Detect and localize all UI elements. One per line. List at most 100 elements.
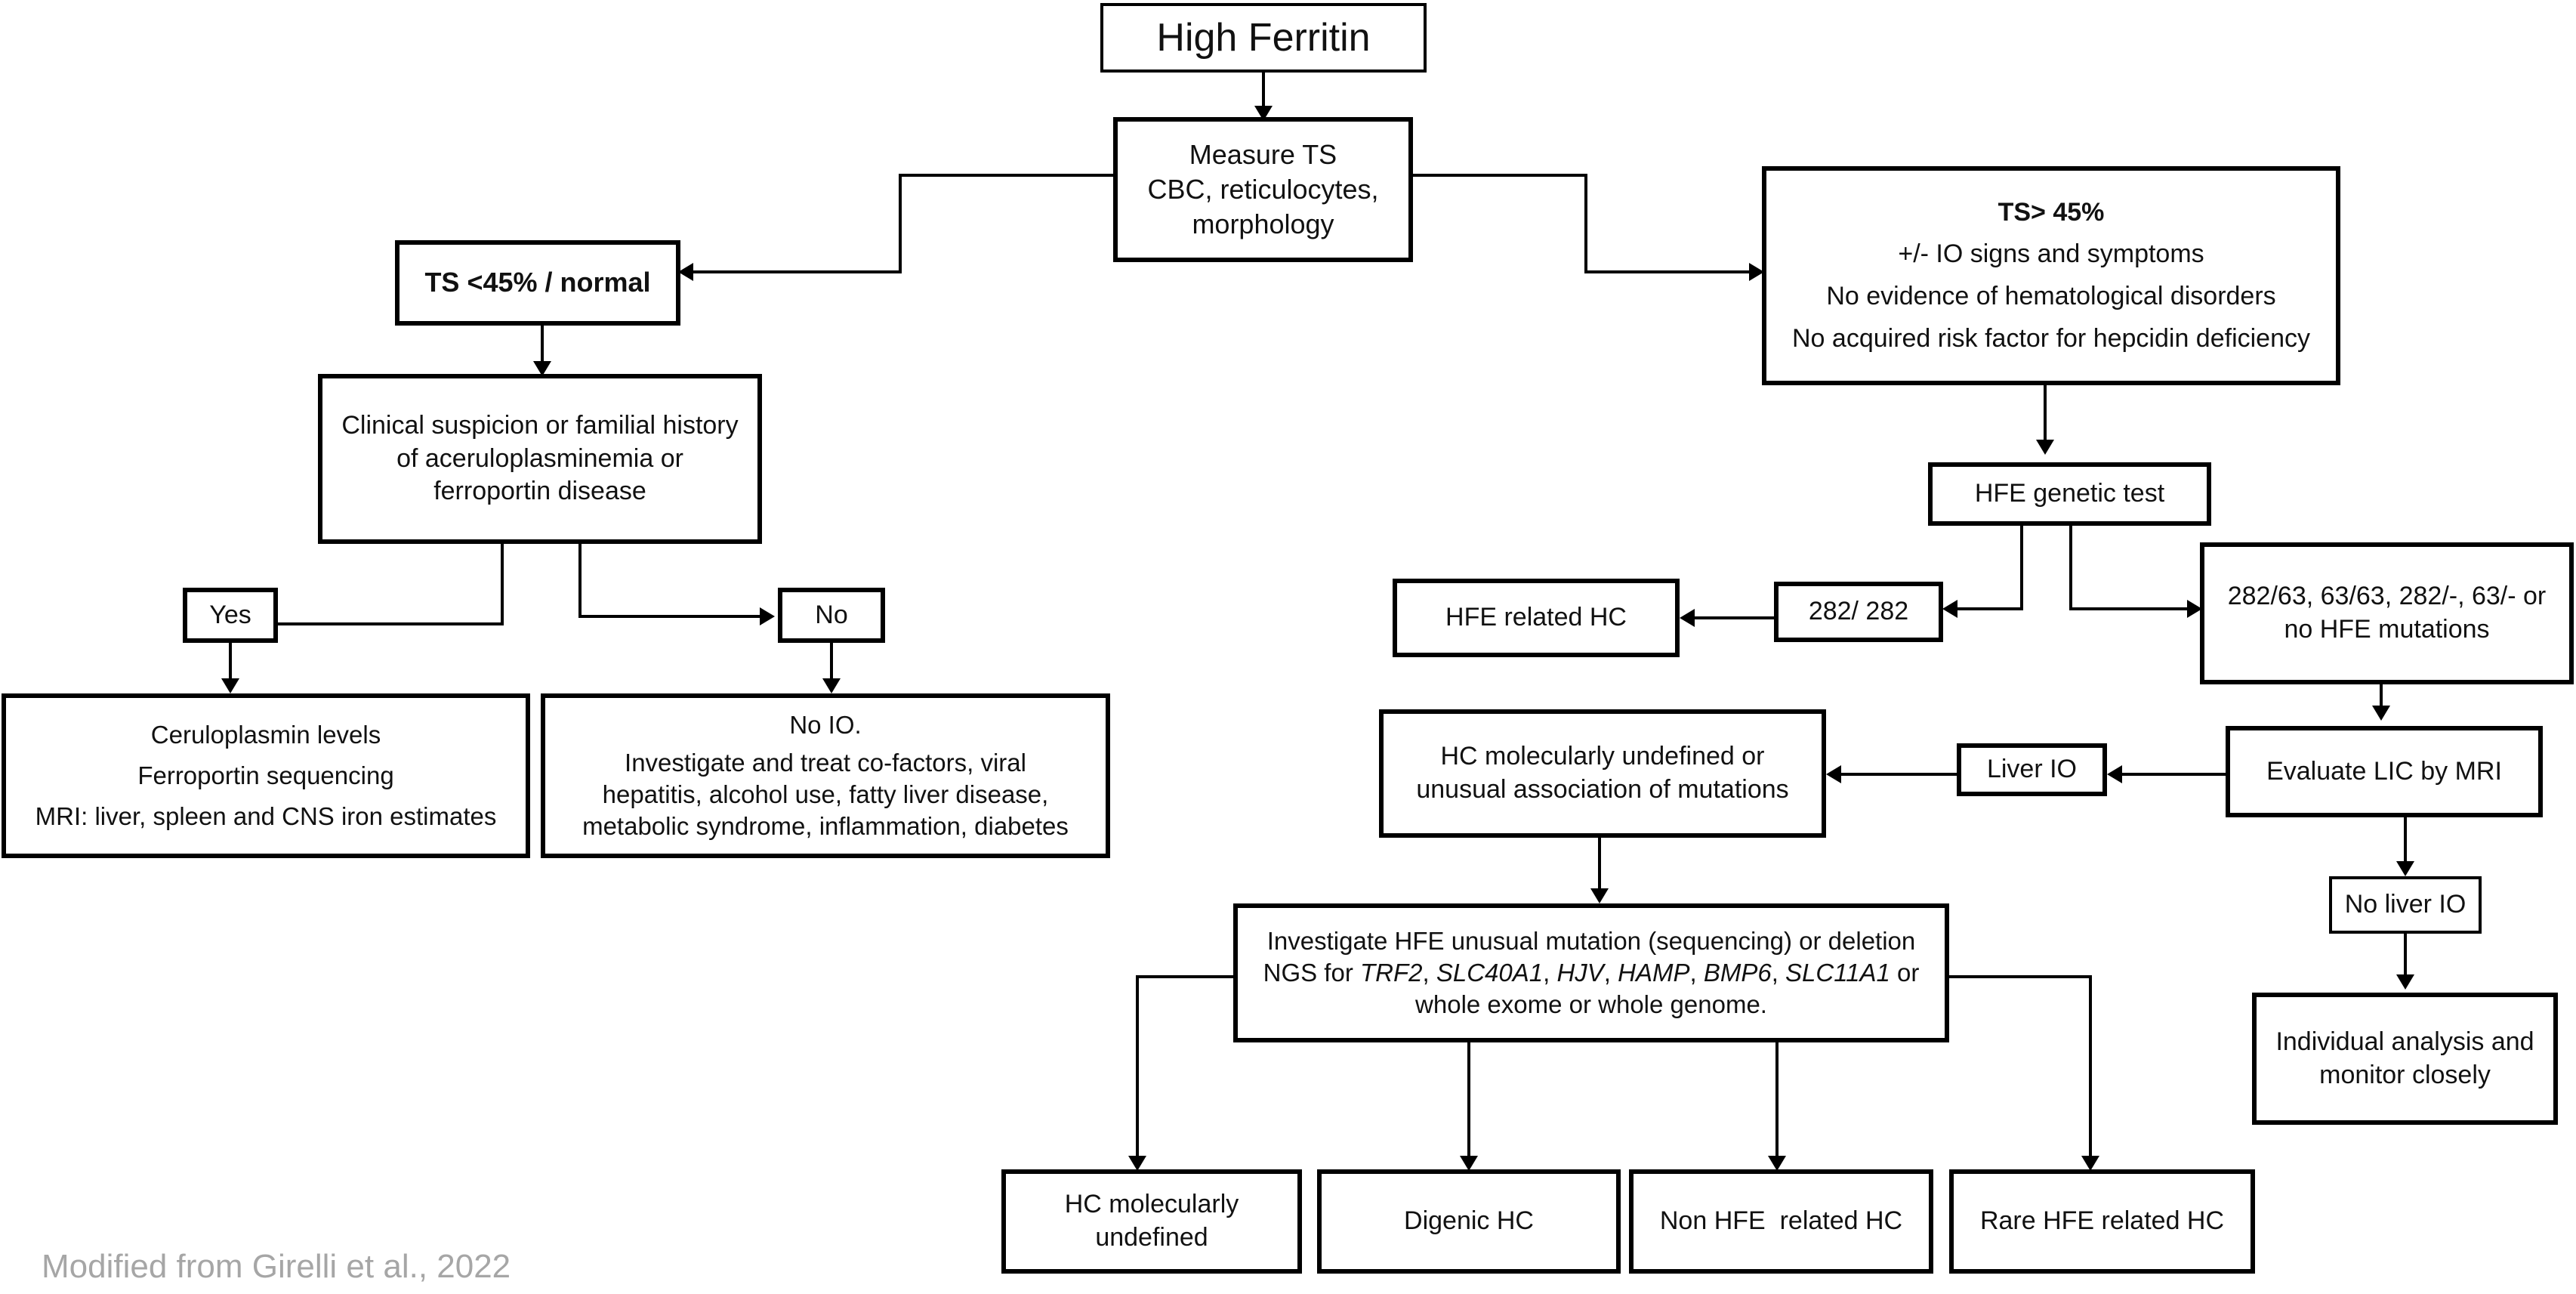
node-hfe-genetic-test-label: HFE genetic test xyxy=(1974,479,2165,508)
node-ts-low-label: TS <45% / normal xyxy=(424,267,651,298)
arrowhead xyxy=(760,607,775,625)
arrowhead xyxy=(221,678,239,693)
node-hfe-related-hc-label: HFE related HC xyxy=(1445,603,1627,632)
ts-high-line-1: +/- IO signs and symptoms xyxy=(1898,239,2204,269)
other-genotypes-line-1: 282/63, 63/63, 282/-, 63/- or xyxy=(2227,582,2547,611)
hc-undefined-unusual-line-1: HC molecularly undefined or xyxy=(1440,742,1765,771)
outcome-digenic-label: Digenic HC xyxy=(1404,1206,1534,1236)
arrowhead xyxy=(1460,1156,1478,1171)
node-hfe-related-hc: HFE related HC xyxy=(1393,579,1680,657)
connector-investigate-to-rare-hfe xyxy=(1947,975,2092,1156)
node-high-ferritin-label: High Ferritin xyxy=(1156,15,1371,60)
connector-investigate-to-hc-undefined xyxy=(1136,975,1236,1156)
no-outcome-title: No IO. xyxy=(789,710,862,739)
gene-separator: , xyxy=(1771,958,1786,987)
node-no-label: No xyxy=(815,600,848,629)
arrowhead xyxy=(1942,600,1957,618)
node-genotype-282: 282/ 282 xyxy=(1774,582,1943,642)
investigate-line-3: whole exome or whole genome. xyxy=(1415,990,1767,1019)
connector-hfe-test-to-other-genotypes xyxy=(2069,526,2187,610)
node-high-ferritin: High Ferritin xyxy=(1100,3,1427,73)
connector-hfe-test-to-282 xyxy=(1957,526,2023,610)
node-evaluate-lic-label: Evaluate LIC by MRI xyxy=(2266,756,2502,786)
arrowhead xyxy=(678,263,693,281)
outcome-hc-undefined-line-2: undefined xyxy=(1095,1223,1208,1252)
connector-measure-ts-to-ts-high xyxy=(1411,174,1749,273)
no-outcome-line-2: hepatitis, alcohol use, fatty liver dise… xyxy=(602,780,1049,808)
measure-ts-line-3: morphology xyxy=(1192,208,1334,240)
ts-high-title: TS> 45% xyxy=(1998,197,2105,227)
node-ts-high: TS> 45% +/- IO signs and symptoms No evi… xyxy=(1762,166,2340,385)
no-outcome-line-1: Investigate and treat co-factors, viral xyxy=(625,748,1026,777)
investigate-ngs-suffix: or xyxy=(1890,958,1920,987)
node-liver-io: Liver IO xyxy=(1957,743,2107,796)
connector-measure-ts-to-ts-low xyxy=(693,174,1115,273)
node-yes-outcome: Ceruloplasmin levels Ferroportin sequenc… xyxy=(2,693,530,858)
arrowhead xyxy=(2107,765,2122,783)
outcome-non-hfe-label: Non HFE related HC xyxy=(1659,1206,1903,1236)
node-hc-undefined-unusual: HC molecularly undefined or unusual asso… xyxy=(1379,709,1826,838)
gene-slc40a1: SLC40A1 xyxy=(1436,958,1544,987)
node-measure-ts: Measure TS CBC, reticulocytes, morpholog… xyxy=(1113,117,1413,262)
node-other-genotypes: 282/63, 63/63, 282/-, 63/- or no HFE mut… xyxy=(2200,542,2574,684)
node-ts-low: TS <45% / normal xyxy=(395,240,680,326)
measure-ts-line-2: CBC, reticulocytes, xyxy=(1147,173,1379,205)
measure-ts-line-1: Measure TS xyxy=(1189,138,1337,170)
arrowhead xyxy=(1768,1156,1786,1171)
yes-outcome-line-1: Ceruloplasmin levels xyxy=(150,720,381,749)
node-outcome-hc-undefined: HC molecularly undefined xyxy=(1001,1169,1302,1274)
gene-separator: , xyxy=(1422,958,1436,987)
arrowhead xyxy=(1128,1156,1146,1171)
outcome-hc-undefined-line-1: HC molecularly xyxy=(1064,1190,1239,1219)
arrowhead xyxy=(1826,765,1841,783)
node-no-outcome: No IO. Investigate and treat co-factors,… xyxy=(541,693,1110,858)
arrowhead xyxy=(1749,263,1764,281)
arrowhead xyxy=(533,361,551,376)
arrowhead xyxy=(822,678,841,693)
individual-analysis-line-1: Individual analysis and xyxy=(2275,1027,2534,1056)
investigate-ngs-prefix: NGS for xyxy=(1263,958,1360,987)
arrowhead xyxy=(1254,106,1273,121)
node-evaluate-lic: Evaluate LIC by MRI xyxy=(2226,726,2543,817)
outcome-rare-hfe-label: Rare HFE related HC xyxy=(1979,1206,2225,1236)
arrowhead xyxy=(2396,861,2414,876)
node-clinical-suspicion: Clinical suspicion or familial history o… xyxy=(318,374,762,544)
node-genotype-282-label: 282/ 282 xyxy=(1808,597,1909,626)
node-investigate: Investigate HFE unusual mutation (sequen… xyxy=(1233,903,1949,1042)
connector-clinical-to-yes xyxy=(255,544,504,625)
gene-separator: , xyxy=(1603,958,1618,987)
hc-undefined-unusual-line-2: unusual association of mutations xyxy=(1416,775,1789,804)
gene-trf2: TRF2 xyxy=(1359,958,1423,987)
yes-outcome-line-2: Ferroportin sequencing xyxy=(137,761,394,789)
node-liver-io-label: Liver IO xyxy=(1986,755,2078,784)
arrowhead xyxy=(2372,706,2390,721)
source-caption: Modified from Girelli et al., 2022 xyxy=(42,1248,511,1285)
node-no-liver-io: No liver IO xyxy=(2329,876,2482,934)
node-yes-label: Yes xyxy=(209,600,251,629)
gene-hamp: HAMP xyxy=(1618,958,1690,987)
ts-high-line-3: No acquired risk factor for hepcidin def… xyxy=(1792,323,2310,353)
node-yes: Yes xyxy=(183,588,278,643)
other-genotypes-line-2: no HFE mutations xyxy=(2284,615,2490,644)
clinical-suspicion-line-2: of aceruloplasminemia or xyxy=(396,443,683,473)
arrowhead xyxy=(2396,974,2414,990)
investigate-line-2: NGS for TRF2, SLC40A1, HJV, HAMP, BMP6, … xyxy=(1263,957,1920,989)
gene-separator: , xyxy=(1689,958,1704,987)
gene-hjv: HJV xyxy=(1556,958,1604,987)
individual-analysis-line-2: monitor closely xyxy=(2319,1060,2491,1089)
node-individual-analysis: Individual analysis and monitor closely xyxy=(2252,993,2558,1125)
gene-slc11a1: SLC11A1 xyxy=(1785,958,1890,987)
node-hfe-genetic-test: HFE genetic test xyxy=(1928,462,2211,526)
clinical-suspicion-line-1: Clinical suspicion or familial history xyxy=(341,411,739,440)
yes-outcome-line-3: MRI: liver, spleen and CNS iron estimate… xyxy=(35,802,497,831)
gene-bmp6: BMP6 xyxy=(1703,958,1772,987)
no-outcome-line-3: metabolic syndrome, inflammation, diabet… xyxy=(582,812,1069,841)
node-outcome-rare-hfe: Rare HFE related HC xyxy=(1949,1169,2255,1274)
node-no: No xyxy=(778,588,885,643)
arrowhead xyxy=(1680,609,1695,627)
arrowhead xyxy=(1590,888,1609,903)
investigate-line-1: Investigate HFE unusual mutation (sequen… xyxy=(1266,926,1916,955)
node-outcome-non-hfe: Non HFE related HC xyxy=(1629,1169,1933,1274)
ts-high-line-2: No evidence of hematological disorders xyxy=(1826,282,2276,310)
